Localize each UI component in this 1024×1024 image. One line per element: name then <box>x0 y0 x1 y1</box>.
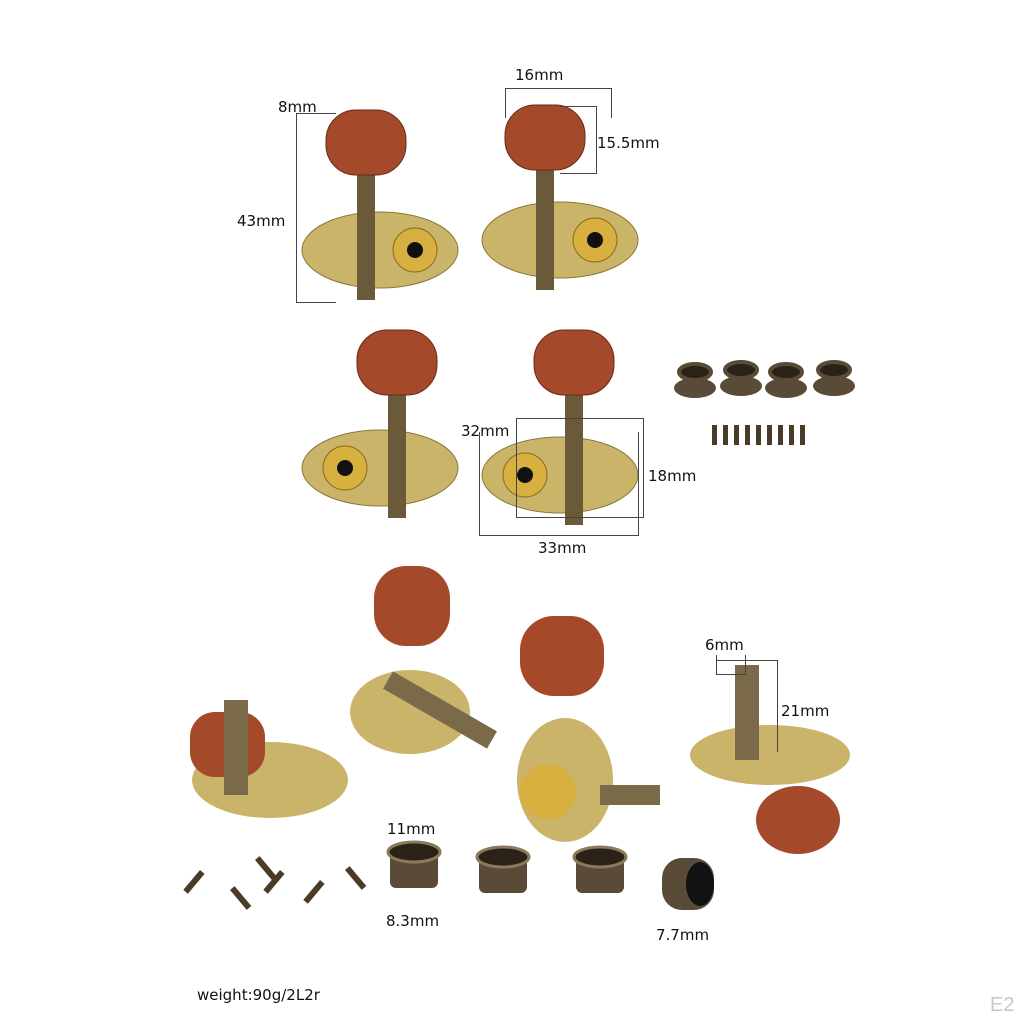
bushing <box>475 845 531 869</box>
dim-line-16mm <box>505 88 612 118</box>
screw-icon <box>767 425 772 445</box>
screw-icon <box>407 242 423 258</box>
tuner-knob <box>374 566 450 646</box>
label-15-5mm: 15.5mm <box>597 134 660 152</box>
screw-icon <box>712 425 717 445</box>
bushing <box>723 360 759 380</box>
bushing <box>674 378 716 398</box>
tuner-plate <box>690 725 850 785</box>
screw-icon <box>345 866 367 890</box>
screw-icon <box>778 425 783 445</box>
bushing <box>720 376 762 396</box>
screw-icon <box>183 870 205 894</box>
label-43mm: 43mm <box>237 212 286 230</box>
label-32mm: 32mm <box>461 422 510 440</box>
tuner-shaft <box>383 671 497 749</box>
dim-line-21mm <box>716 660 778 752</box>
screw-icon <box>337 460 353 476</box>
bushing <box>686 862 714 906</box>
label-33mm: 33mm <box>538 539 587 557</box>
screw-icon <box>723 425 728 445</box>
tuner-knob <box>533 329 615 396</box>
bushing <box>765 378 807 398</box>
tuner-plate <box>350 670 470 754</box>
dim-line-43mm <box>296 113 336 303</box>
weight-note: weight:90g/2L2r <box>197 986 320 1004</box>
label-11mm: 11mm <box>387 820 436 838</box>
screw-icon <box>756 425 761 445</box>
screw-icon <box>587 232 603 248</box>
bushing <box>768 362 804 382</box>
tuner-knob <box>520 616 604 696</box>
tuner-knob <box>356 329 438 396</box>
screw-icon <box>789 425 794 445</box>
tuner-shaft <box>536 165 554 290</box>
screw-icon <box>263 870 285 894</box>
screw-icon <box>517 467 533 483</box>
tuner-post <box>735 665 759 760</box>
bushing <box>677 362 713 382</box>
tuner-knob <box>756 786 840 854</box>
dim-line-6mm <box>716 655 746 675</box>
label-7-7mm: 7.7mm <box>656 926 710 944</box>
label-21mm: 21mm <box>781 702 830 720</box>
tuner-post <box>224 700 248 795</box>
tuner-knob <box>504 104 586 171</box>
tuner-shaft <box>388 390 406 518</box>
bushing <box>386 840 442 864</box>
tuner-shaft <box>565 390 583 525</box>
screw-icon <box>303 880 325 904</box>
label-8mm: 8mm <box>278 98 317 116</box>
screw-icon <box>745 425 750 445</box>
bushing <box>816 360 852 380</box>
screw-icon <box>230 886 252 910</box>
bushing <box>813 376 855 396</box>
label-16mm: 16mm <box>515 66 564 84</box>
watermark: E2 <box>990 994 1015 1016</box>
screw-icon <box>800 425 805 445</box>
label-8-3mm: 8.3mm <box>386 912 440 930</box>
dim-line-18mm <box>516 418 644 518</box>
screw-icon <box>734 425 739 445</box>
dim-line-15-5mm <box>560 106 597 174</box>
label-18mm: 18mm <box>648 467 697 485</box>
gear-icon <box>520 764 576 820</box>
screw-icon <box>254 856 277 880</box>
label-6mm: 6mm <box>705 636 744 654</box>
dim-line-33mm <box>479 432 639 536</box>
tuner-shaft <box>600 785 660 805</box>
tuner-shaft <box>357 170 375 300</box>
bushing <box>572 845 628 869</box>
tuner-knob <box>325 109 407 176</box>
